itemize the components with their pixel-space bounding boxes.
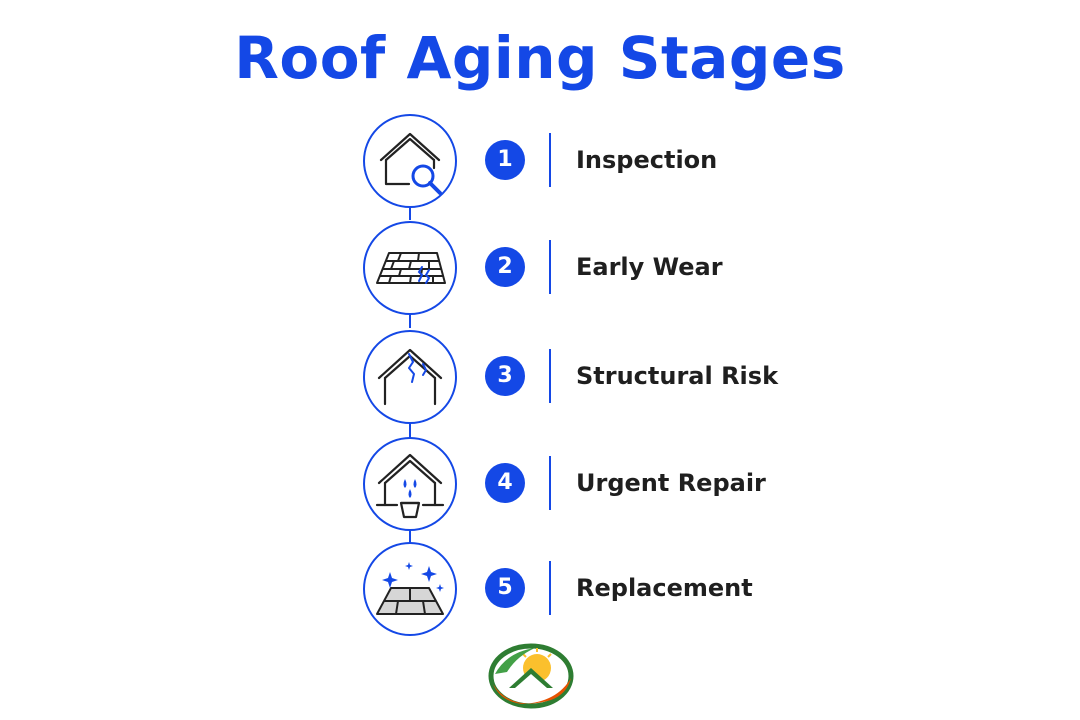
page-title: Roof Aging Stages xyxy=(234,24,846,92)
connector-line xyxy=(409,420,411,438)
stage-icon-circle xyxy=(363,330,457,424)
stage-number-badge: 1 xyxy=(485,140,525,180)
cracked-roof-icon xyxy=(377,348,443,406)
stage-number-badge: 2 xyxy=(485,247,525,287)
connector-line xyxy=(409,205,411,220)
stage-number-badge: 5 xyxy=(485,568,525,608)
stage-icon-circle xyxy=(363,542,457,636)
stage-label: Urgent Repair xyxy=(576,469,766,497)
stage-icon-circle xyxy=(363,437,457,531)
stage-number-badge: 3 xyxy=(485,356,525,396)
stage-early-wear: 2 Early Wear xyxy=(0,218,1080,318)
stage-replacement: 5 Replacement xyxy=(0,539,1080,639)
stage-label: Inspection xyxy=(576,146,718,174)
stage-urgent-repair: 4 Urgent Repair xyxy=(0,434,1080,534)
new-roof-sparkle-icon xyxy=(376,562,444,615)
stage-divider xyxy=(549,240,551,294)
stage-label: Early Wear xyxy=(576,253,723,281)
connector-line xyxy=(409,526,411,544)
company-logo-icon xyxy=(488,643,574,709)
cracked-shingles-icon xyxy=(376,252,446,284)
leaking-roof-bucket-icon xyxy=(375,453,445,519)
stage-divider xyxy=(549,133,551,187)
connector-line xyxy=(409,312,411,328)
stage-label: Replacement xyxy=(576,574,753,602)
stage-icon-circle xyxy=(363,114,457,208)
stage-structural-risk: 3 Structural Risk xyxy=(0,327,1080,427)
stage-inspection: 1 Inspection xyxy=(0,111,1080,211)
stage-number-badge: 4 xyxy=(485,463,525,503)
stage-icon-circle xyxy=(363,221,457,315)
house-magnifier-icon xyxy=(379,132,442,195)
stage-divider xyxy=(549,561,551,615)
stage-label: Structural Risk xyxy=(576,362,779,390)
stage-divider xyxy=(549,349,551,403)
stage-divider xyxy=(549,456,551,510)
